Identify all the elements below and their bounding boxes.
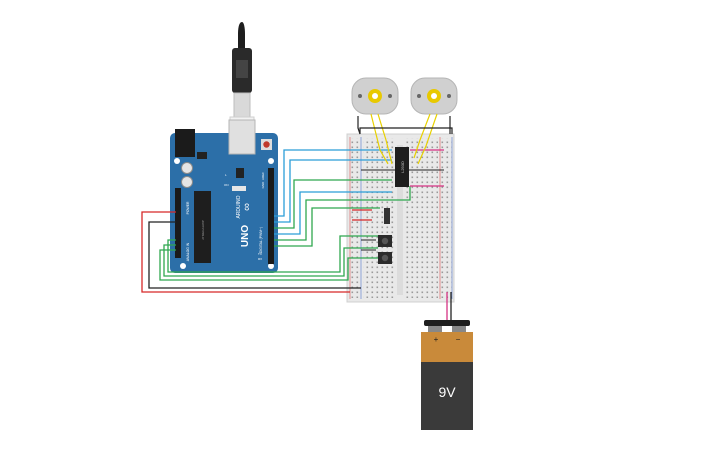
usb-socket xyxy=(228,119,256,155)
l-label: L xyxy=(225,173,227,177)
arduino-logo-icon: ∞ xyxy=(241,203,253,211)
pushbutton-icon[interactable] xyxy=(378,235,392,247)
wire-green xyxy=(167,235,378,273)
digital-header[interactable] xyxy=(268,168,274,264)
atmega-chip xyxy=(194,191,211,263)
wire-green xyxy=(274,186,411,241)
battery-plus-label: + xyxy=(434,335,439,344)
battery-9v[interactable]: + − 9V xyxy=(421,320,473,430)
arduino-uno-board[interactable]: ATMEGA328P UNO ARDUINO ∞ DIGITAL (PWM~) … xyxy=(170,119,278,273)
wire-green xyxy=(274,207,380,247)
wire-green xyxy=(159,249,378,281)
wires-power[interactable] xyxy=(141,211,361,293)
breadboard-components[interactable] xyxy=(352,149,444,264)
mounting-hole xyxy=(180,263,186,269)
battery-voltage-label: 9V xyxy=(438,384,456,400)
power-header[interactable] xyxy=(175,188,181,258)
gnd-label: GND xyxy=(261,181,265,189)
l293d-chip[interactable]: L293D xyxy=(395,147,409,187)
rx-label: RX xyxy=(258,257,262,261)
mounting-hole xyxy=(174,158,180,164)
wire-green xyxy=(163,244,378,277)
digital-label: DIGITAL (PWM~) xyxy=(259,227,263,253)
wire-blue xyxy=(274,191,392,235)
wire-green xyxy=(274,179,392,229)
wire-black xyxy=(148,221,361,289)
battery-minus-label: − xyxy=(456,335,461,344)
wire-blue xyxy=(274,149,392,217)
power-label: POWER xyxy=(186,201,190,214)
dc-motor-icon[interactable] xyxy=(351,77,399,115)
mounting-hole xyxy=(268,158,274,164)
tx-label: TX xyxy=(258,252,262,256)
aref-label: AREF xyxy=(261,172,265,180)
breadboard[interactable] xyxy=(346,133,455,303)
power-jack xyxy=(175,129,195,157)
motor-wires[interactable] xyxy=(357,113,453,165)
driver-chip-label: L293D xyxy=(400,161,405,173)
capacitor xyxy=(181,176,193,188)
chip-label: ATMEGA328P xyxy=(201,220,205,239)
resistor-icon xyxy=(384,208,390,224)
arduino-brand-label: ARDUINO xyxy=(236,195,242,218)
dc-motor-icon[interactable] xyxy=(410,77,458,115)
on-label: ON xyxy=(224,183,229,187)
battery-wires[interactable] xyxy=(446,292,452,322)
wires-analog[interactable] xyxy=(159,235,378,281)
uno-label: UNO xyxy=(240,225,251,247)
mounting-hole xyxy=(268,263,274,269)
capacitor xyxy=(181,162,193,174)
wires-digital[interactable] xyxy=(274,149,411,247)
analog-label: ANALOG IN xyxy=(186,242,190,261)
wire-blue xyxy=(274,159,392,223)
pushbutton-icon[interactable] xyxy=(378,252,392,264)
wire-red xyxy=(141,211,350,293)
